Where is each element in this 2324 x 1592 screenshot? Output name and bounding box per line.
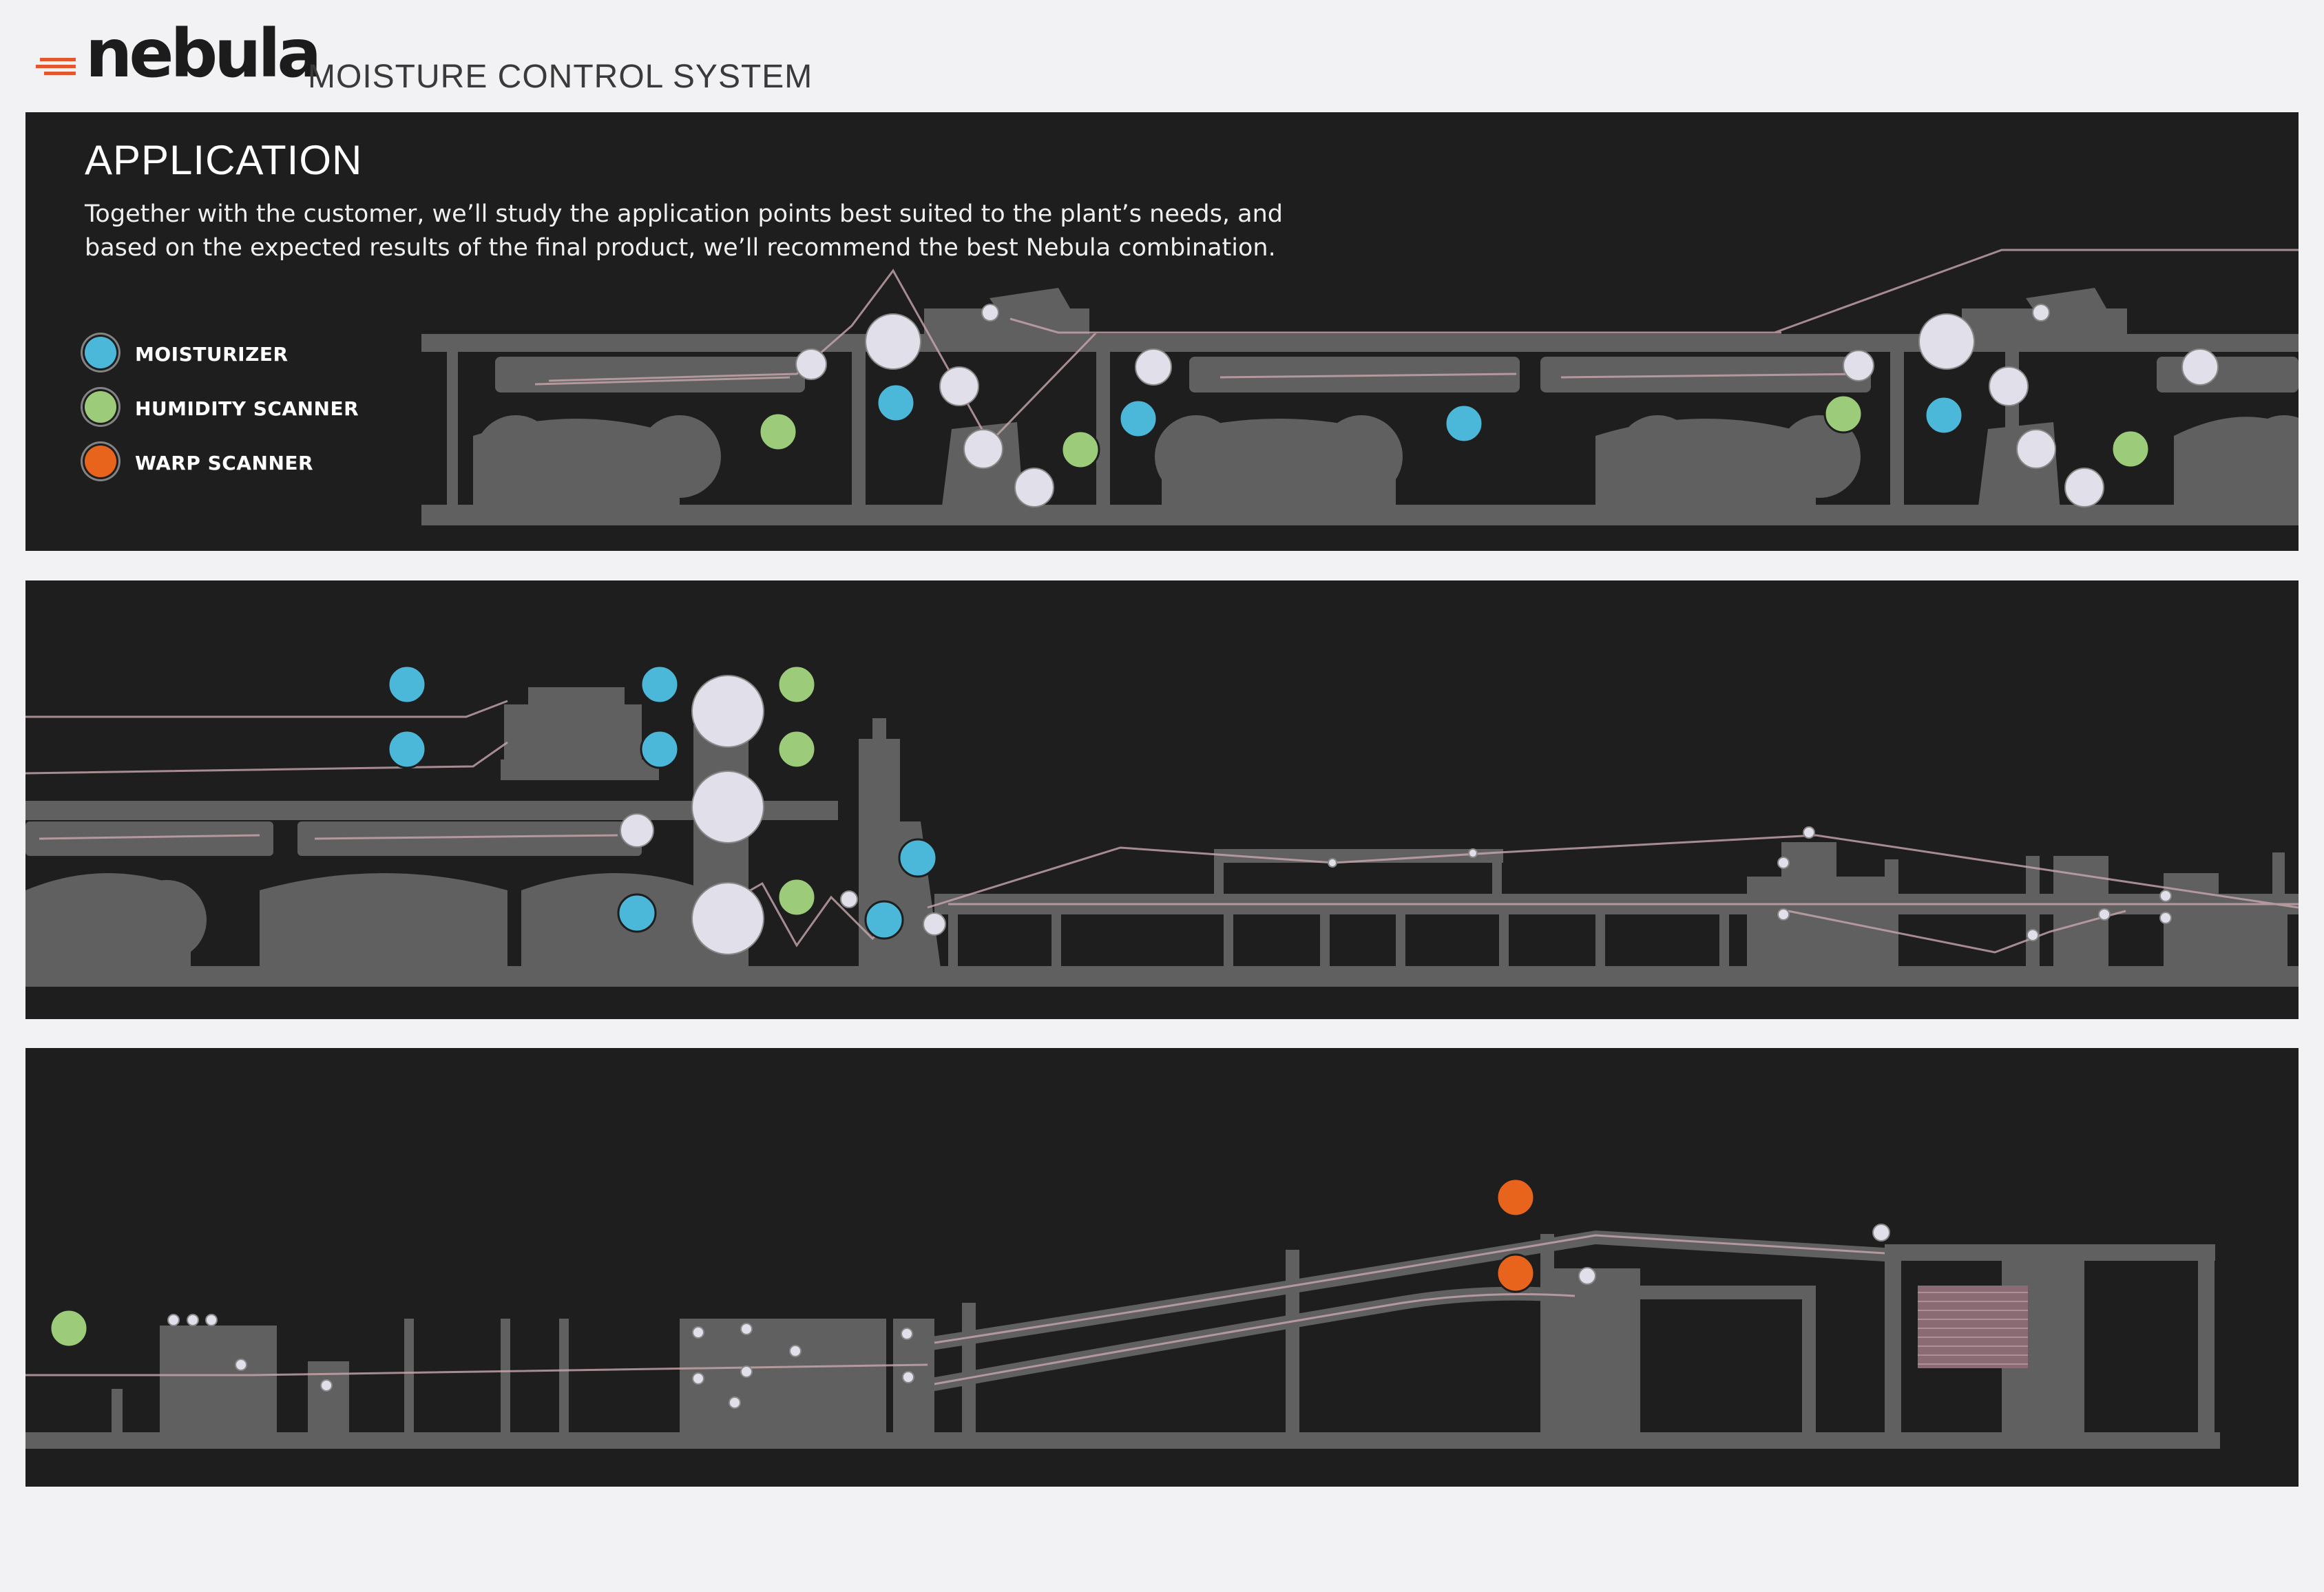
stack-pattern-3	[1918, 1292, 2028, 1365]
legend-label: HUMIDITY SCANNER	[135, 397, 359, 420]
moisturizer-marker	[640, 664, 680, 704]
diagram-panel-3	[25, 1048, 2299, 1487]
sensors-1	[758, 383, 2150, 470]
moisturizer-marker	[387, 729, 427, 769]
warp-scanner-dot-icon	[85, 446, 116, 477]
diagram-panel-2	[25, 580, 2299, 1019]
brand-logo: nebula	[85, 15, 322, 92]
humidity-scanner-marker	[1823, 394, 1863, 434]
humidity-scanner-marker	[1060, 430, 1100, 470]
diagram-panel-1: APPLICATION Together with the customer, …	[25, 112, 2299, 551]
logo-speed-lines-icon	[36, 58, 76, 75]
intro-block: APPLICATION Together with the customer, …	[85, 140, 1324, 265]
moisturizer-marker	[1444, 404, 1484, 443]
paper-web-path-3	[25, 1234, 1885, 1385]
rolls-2	[620, 675, 2172, 955]
humidity-scanner-marker	[49, 1308, 89, 1348]
legend-label: WARP SCANNER	[135, 452, 314, 474]
moisturizer-marker	[387, 664, 427, 704]
moisturizer-marker	[1118, 399, 1158, 439]
machinery-diagram-1	[421, 249, 2299, 525]
moisturizer-dot-icon	[85, 337, 116, 368]
rolls-1	[795, 304, 2219, 507]
humidity-scanner-marker	[777, 664, 817, 704]
machinery-diagram-3	[25, 1177, 2220, 1449]
moisturizer-marker	[1924, 395, 1964, 435]
header: nebula MOISTURE CONTROL SYSTEM	[36, 21, 862, 103]
machine-silhouette-1	[421, 288, 2299, 525]
moisturizer-marker	[617, 893, 657, 933]
warp-scanner-marker	[1496, 1253, 1536, 1293]
humidity-scanner-marker	[758, 412, 798, 452]
moisturizer-marker	[640, 729, 680, 769]
moisturizer-marker	[876, 383, 916, 423]
legend-label: MOISTURIZER	[135, 343, 289, 366]
humidity-scanner-marker	[777, 729, 817, 769]
sensors-2	[387, 664, 938, 940]
machine-silhouette-3	[25, 1230, 2220, 1449]
rolls-3	[167, 1224, 1890, 1409]
humidity-scanner-dot-icon	[85, 391, 116, 423]
humidity-scanner-marker	[777, 877, 817, 917]
machine-silhouette-2	[25, 687, 2299, 987]
moisturizer-marker	[898, 838, 938, 878]
machinery-diagram-2	[25, 664, 2299, 987]
humidity-scanner-marker	[2111, 429, 2150, 469]
section-title: APPLICATION	[85, 137, 363, 183]
sensors-3	[49, 1177, 1536, 1348]
warp-scanner-marker	[1496, 1177, 1536, 1217]
section-description: Together with the customer, we’ll study …	[85, 200, 1283, 262]
moisturizer-marker	[864, 900, 904, 940]
brand-subtitle: MOISTURE CONTROL SYSTEM	[308, 59, 813, 95]
